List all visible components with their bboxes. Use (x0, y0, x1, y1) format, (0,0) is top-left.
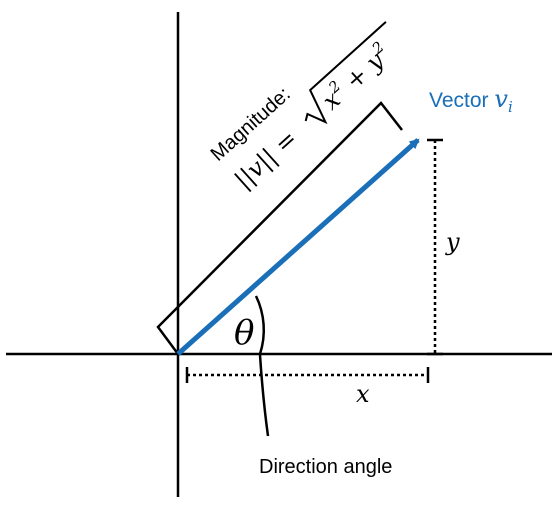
angle-theta: θ (234, 313, 254, 353)
y-label: y (445, 228, 460, 256)
vector-label-subscript: i (508, 98, 513, 116)
x-label: x (356, 380, 370, 408)
direction-angle-label: Direction angle (259, 456, 392, 478)
magnitude-bracket (156, 101, 403, 355)
vector-label-symbol: v (494, 85, 508, 113)
direction-pointer (258, 354, 270, 437)
vector-arrow (176, 138, 420, 356)
angle-arc (254, 295, 266, 355)
vector-label: Vector vi (429, 85, 513, 116)
vector-label-prefix: Vector (429, 89, 494, 112)
radical-sign (304, 21, 387, 125)
